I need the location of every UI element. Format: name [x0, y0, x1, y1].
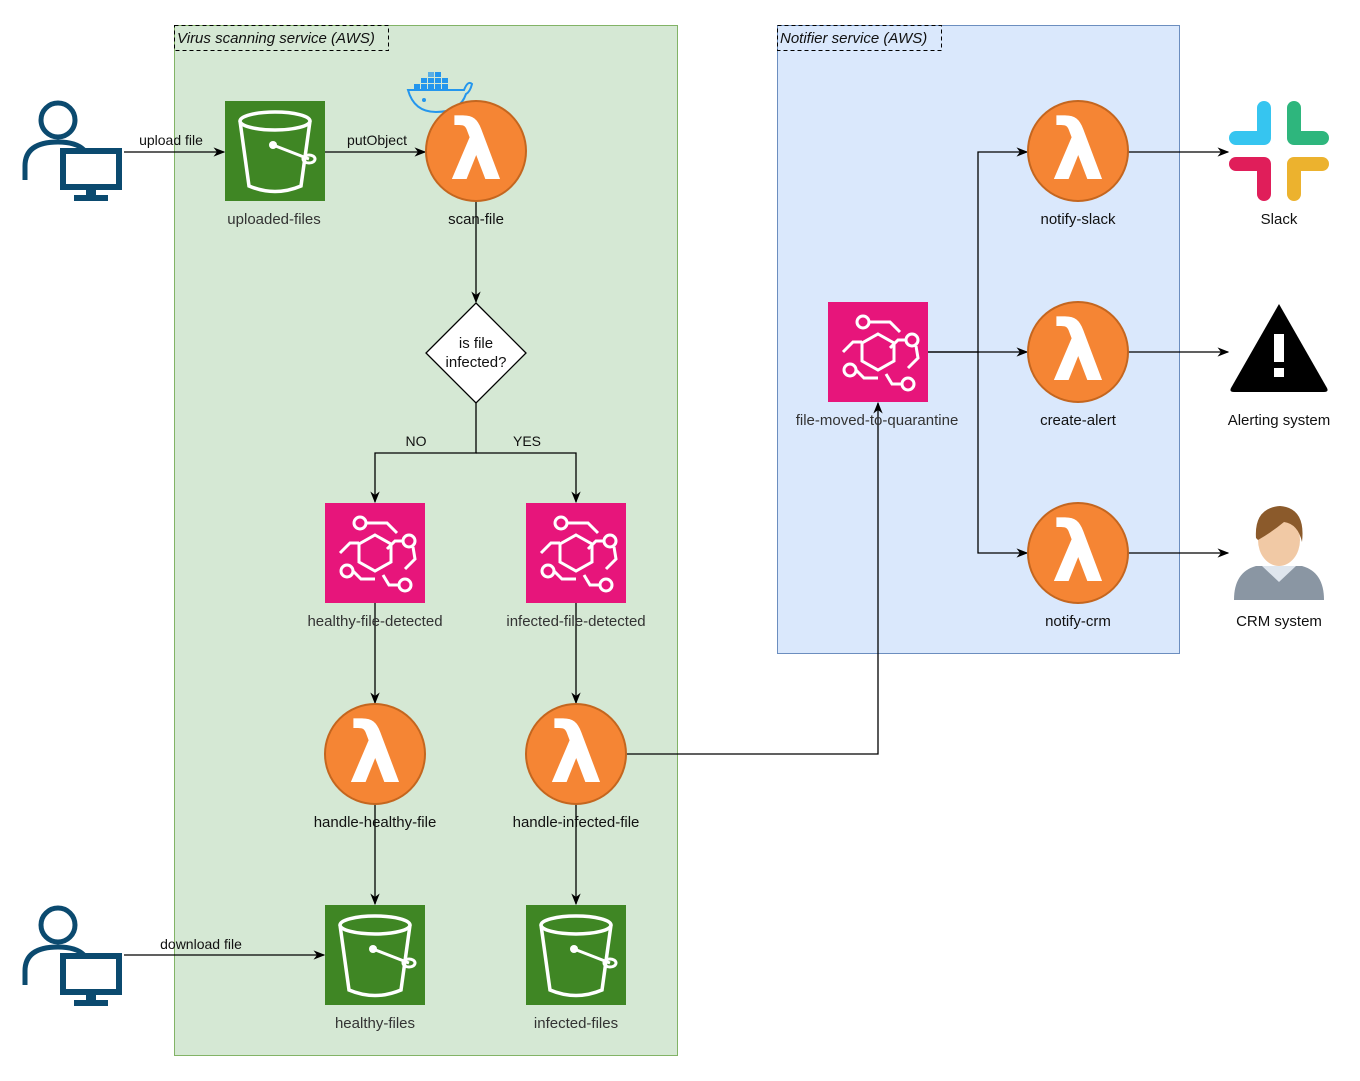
decision-line-2: infected? — [446, 354, 507, 371]
infected-file-detected-eventbridge-icon[interactable] — [524, 501, 628, 605]
infected-file-detected-label: infected-file-detected — [506, 613, 645, 630]
notify-crm-label: notify-crm — [1045, 613, 1111, 630]
notifier-group-label-box — [777, 25, 942, 51]
healthy-files-label: healthy-files — [335, 1015, 415, 1032]
edges — [124, 147, 1230, 960]
healthy-files-s3-bucket-icon[interactable] — [323, 903, 427, 1007]
edge-label-yes: YES — [513, 433, 541, 449]
edge-decision-no — [370, 403, 477, 504]
docker-icon — [406, 72, 474, 114]
downloader-user-computer-icon — [25, 908, 122, 1006]
uploaded-files-s3-bucket-icon[interactable] — [223, 99, 327, 203]
notify-slack-lambda-icon[interactable] — [1027, 100, 1129, 202]
notifier-group-label: Notifier service (AWS) — [780, 30, 927, 47]
slack-logo-icon — [1229, 101, 1329, 201]
warning-icon — [1230, 304, 1328, 392]
decision-line-1: is file — [459, 335, 493, 352]
file-moved-to-quarantine-label: file-moved-to-quarantine — [796, 412, 959, 429]
is-file-infected-decision[interactable]: is file infected? — [425, 302, 527, 404]
edge-label-download: download file — [160, 936, 242, 952]
healthy-file-detected-eventbridge-icon[interactable] — [323, 501, 427, 605]
crm-person-icon — [1234, 506, 1324, 600]
infected-files-label: infected-files — [534, 1015, 618, 1032]
edge-label-put-object: putObject — [347, 132, 407, 148]
edge-infected-to-quarantine — [627, 401, 883, 755]
handle-infected-file-label: handle-infected-file — [513, 814, 640, 831]
handle-healthy-file-label: handle-healthy-file — [314, 814, 437, 831]
virus-scanning-group-label-box — [174, 25, 389, 51]
file-moved-to-quarantine-eventbridge-icon[interactable] — [826, 300, 930, 404]
edge-label-no: NO — [406, 433, 427, 449]
slack-label: Slack — [1261, 211, 1298, 228]
scan-file-lambda-icon[interactable] — [425, 100, 527, 202]
healthy-file-detected-label: healthy-file-detected — [307, 613, 442, 630]
create-alert-label: create-alert — [1040, 412, 1117, 429]
edge-label-upload: upload file — [139, 132, 203, 148]
alerting-system-label: Alerting system — [1228, 412, 1331, 429]
edge-decision-yes — [476, 452, 581, 504]
uploader-user-computer-icon — [25, 103, 122, 201]
virus-scanning-group-label: Virus scanning service (AWS) — [177, 30, 375, 47]
scan-file-label: scan-file — [448, 211, 504, 228]
create-alert-lambda-icon[interactable] — [1027, 301, 1129, 403]
infected-files-s3-bucket-icon[interactable] — [524, 903, 628, 1007]
notify-slack-label: notify-slack — [1040, 211, 1116, 228]
notify-crm-lambda-icon[interactable] — [1027, 502, 1129, 604]
uploaded-files-label: uploaded-files — [227, 211, 320, 228]
edge-quarantine-to-crm — [977, 352, 1029, 558]
handle-infected-file-lambda-icon[interactable] — [525, 703, 627, 805]
crm-system-label: CRM system — [1236, 613, 1322, 630]
handle-healthy-file-lambda-icon[interactable] — [324, 703, 426, 805]
